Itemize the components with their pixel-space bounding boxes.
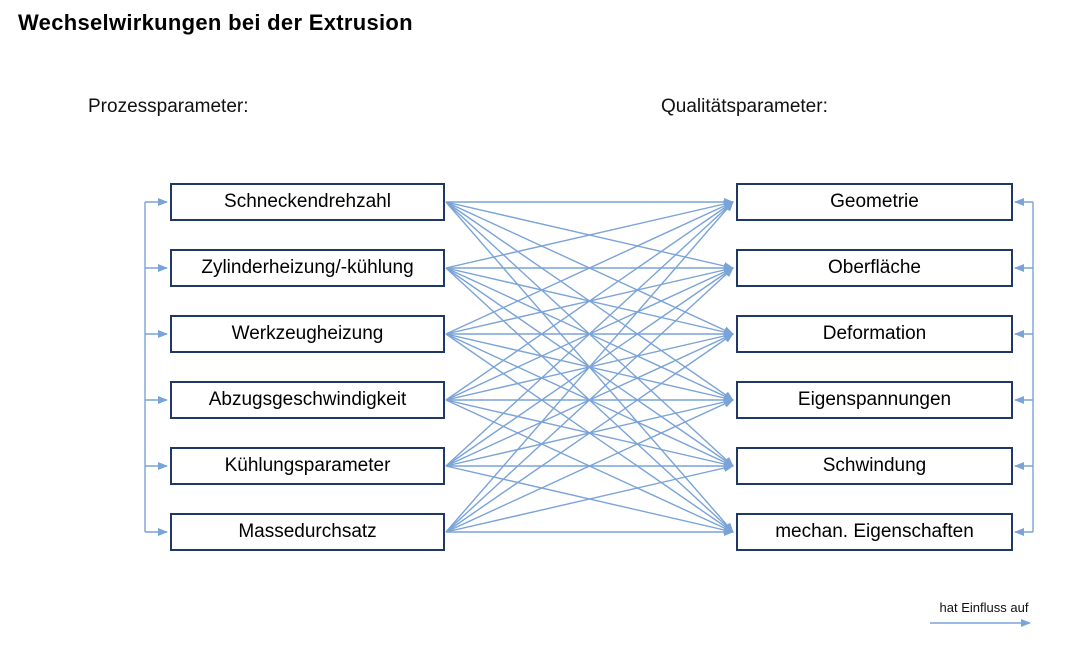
process-box-3: Abzugsgeschwindigkeit <box>170 381 445 419</box>
quality-box-2: Deformation <box>736 315 1013 353</box>
process-box-5: Massedurchsatz <box>170 513 445 551</box>
quality-box-4: Schwindung <box>736 447 1013 485</box>
quality-box-0: Geometrie <box>736 183 1013 221</box>
influence-arrow-5-1 <box>445 267 734 533</box>
influence-arrow-5-4 <box>445 464 734 533</box>
process-box-0: Schneckendrehzahl <box>170 183 445 221</box>
influence-arrow-3-0 <box>445 201 734 401</box>
legend: hat Einfluss auf <box>928 600 1040 629</box>
influence-arrow-5-3 <box>445 399 734 533</box>
process-box-2: Werkzeugheizung <box>170 315 445 353</box>
quality-column-heading: Qualitätsparameter: <box>661 96 828 117</box>
process-column-heading: Prozessparameter: <box>88 96 249 117</box>
influence-arrow-4-0 <box>445 201 734 467</box>
influence-arrow-5-2 <box>445 333 734 533</box>
process-box-4: Kühlungsparameter <box>170 447 445 485</box>
legend-label: hat Einfluss auf <box>939 600 1029 615</box>
legend-arrow-icon <box>930 619 1031 627</box>
influence-arrow-2-0 <box>445 201 734 335</box>
influence-arrow-5-0 <box>445 201 734 533</box>
quality-box-1: Oberfläche <box>736 249 1013 287</box>
slide-title: Wechselwirkungen bei der Extrusion <box>18 10 413 35</box>
influence-arrow-1-0 <box>445 200 734 269</box>
quality-box-3: Eigenspannungen <box>736 381 1013 419</box>
quality-box-5: mechan. Eigenschaften <box>736 513 1013 551</box>
process-box-1: Zylinderheizung/-kühlung <box>170 249 445 287</box>
